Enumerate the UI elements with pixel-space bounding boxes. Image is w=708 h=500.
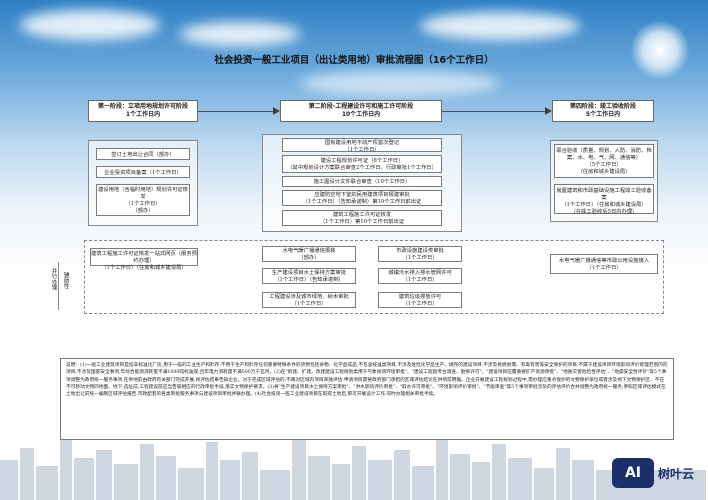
stage-4-item-line: 联合验收（质量、规划、人防、消防、档案、水、电、气、网、通信等） <box>556 148 652 162</box>
logo-mark-icon: AI <box>612 458 654 488</box>
stage-2-item-line: （其中规划设计方案联合审查2个工作日，行政审批1个工作日） <box>287 165 437 172</box>
bottom-mid-right-item: 建筑垃圾排放许可 （1个工作日） <box>378 292 462 308</box>
stage-1-item: 企业投资项目备案（1个工作日） <box>96 166 190 178</box>
stage-1-label: 第一阶段：立项用地规划许可阶段 <box>97 103 188 110</box>
stage-1-item-line: （部办） <box>132 208 154 215</box>
bottom-left-line: （1个工作日）（住房和城乡建设局） <box>101 265 187 272</box>
stage-4-label: 第四阶段：竣工验收阶段 <box>569 103 636 110</box>
stage-1-item-line: （1个工作日） <box>125 201 161 208</box>
stage-4-item-line: （5个工作日） <box>586 162 622 169</box>
side-label: 辅助性 <box>62 272 69 289</box>
stage-4-header: 第四阶段：竣工验收阶段 5个工作日内 <box>552 100 654 122</box>
explanation-note: 说明：(1)一般工业建筑项目是指非标准化厂房,用于一般的工业生产和贮存,不用于生… <box>60 358 674 440</box>
bottom-item-line: （1个工作日） <box>586 265 622 272</box>
stage-2-item: 国有建设用地不动产权首次登记 （1个工作日） <box>282 138 442 154</box>
cloud <box>420 12 580 40</box>
stage-2-item-line: （1个工作日）第10个工作日前出证 <box>319 219 405 226</box>
bottom-item-line: （1个工作日）（告知承诺制） <box>274 277 344 284</box>
logo-text: 树叶云 <box>658 466 695 481</box>
page-title: 社会投资一般工业项目（出让类用地）审批流程图（16个工作日） <box>214 55 494 66</box>
stage-4-item-line: （1个工作日）（住房和城乡建设局） <box>561 202 647 209</box>
city-skyline <box>0 436 706 500</box>
bottom-left-line: 建筑工程施工许可证核发一站式网页（服务预约办理） <box>91 251 197 265</box>
stage-4-item-line: 房屋建筑和市政基础设施工程竣工验收备案 <box>556 188 652 202</box>
bottom-item-line: （1个工作日） <box>291 301 327 308</box>
stage-4-item: 联合验收（质量、规划、人防、消防、档案、水、电、气、网、通信等） （5个工作日）… <box>554 144 654 178</box>
bottom-right-item: 水电气暖广播通信等市政公用设施接入 （1个工作日） <box>550 254 658 274</box>
bottom-mid-right-item: 市政设施建设类审批 （1个工作日） <box>378 246 462 262</box>
stage-1-header: 第一阶段：立项用地规划许可阶段 1个工作日内 <box>88 100 198 122</box>
stage-2-item: 建筑工程施工许可证核发 （1个工作日）第10个工作日前出证 <box>282 210 442 226</box>
stage-2-label: 第二阶段-工程建设许可和施工许可阶段 <box>308 103 414 110</box>
stage-2-item-line: （1个工作日） <box>344 147 380 154</box>
arrow-icon <box>273 107 280 115</box>
cloud <box>180 22 300 46</box>
bottom-item-line: （部办） <box>298 255 320 262</box>
stage-2-item-line: 国有建设用地不动产权首次登记 <box>324 140 400 146</box>
bottom-item-line: 城镇污水排入排水管网许可 <box>388 270 452 276</box>
stage-2-item-line: （1个工作日）（告知承诺制）第10个工作日前出证 <box>302 199 422 206</box>
stage-1-days: 1个工作日内 <box>125 111 161 119</box>
bottom-mid-right-item: 城镇污水排入排水管网许可 （1个工作日） <box>378 268 462 284</box>
stage-1-item-line: 建设用地（含临时用地）规划许可证核发 <box>97 187 189 201</box>
bottom-item-line: 生产建设项目水土保持方案审批 <box>271 270 347 276</box>
connector-line <box>198 111 274 112</box>
bottom-item-line: 工程建设涉及城市绿地、树木审批 <box>269 294 349 300</box>
bottom-item-line: 水电气暖广播通信报装 <box>282 248 336 254</box>
bottom-item-line: （1个工作日） <box>402 301 438 308</box>
bottom-mid-left-item: 工程建设涉及城市绿地、树木审批 （1个工作日） <box>262 292 356 308</box>
stage-2-days: 10个工作日内 <box>341 111 381 119</box>
stage-2-header: 第二阶段-工程建设许可和施工许可阶段 10个工作日内 <box>280 100 442 122</box>
stage-2-item-line: 建设工程规划许可证（8个工作日） <box>320 158 404 164</box>
parallel-label: 并行办理 <box>50 268 57 290</box>
stage-4-item: 房屋建筑和市政基础设施工程竣工验收备案 （1个工作日）（住房和城乡建设局） （在… <box>554 184 654 216</box>
cloud <box>20 10 160 40</box>
bottom-item-line: 水电气暖广播通信等市政公用设施接入 <box>558 258 650 264</box>
stage-2-item: 施工图设计文件联合审查（10个工作日） <box>282 176 442 187</box>
connector-line <box>442 111 546 112</box>
stage-1-item: 签订土地出让合同（部办） <box>96 148 190 160</box>
bottom-mid-left-item: 生产建设项目水土保持方案审批 （1个工作日）（告知承诺制） <box>262 268 356 284</box>
stage-2-item-line: 建筑工程施工许可证核发 <box>332 212 392 218</box>
stage-2-item: 应建防空地下室的民用建筑项目报建审批 （1个工作日）（告知承诺制）第10个工作日… <box>282 190 442 206</box>
cloud <box>300 70 500 96</box>
side-divider <box>58 262 59 310</box>
bottom-item-line: （1个工作日） <box>402 255 438 262</box>
stage-1-item: 建设用地（含临时用地）规划许可证核发 （1个工作日） （部办） <box>96 184 190 216</box>
bottom-mid-left-item: 水电气暖广播通信报装 （部办） <box>262 246 356 262</box>
sun-glow <box>630 20 690 80</box>
bottom-left-item: 建筑工程施工许可证核发一站式网页（服务预约办理） （1个工作日）（住房和城乡建设… <box>90 248 198 271</box>
bottom-item-line: 建筑垃圾排放许可 <box>398 294 442 300</box>
bottom-item-line: （1个工作日） <box>402 277 438 284</box>
bottom-item-line: 市政设施建设类审批 <box>396 248 444 254</box>
arrow-icon <box>545 107 552 115</box>
stage-2-item: 建设工程规划许可证（8个工作日） （其中规划设计方案联合审查2个工作日，行政审批… <box>282 155 442 173</box>
stage-4-item-line: （在竣工验收后5日内办理） <box>570 209 638 216</box>
stage-4-item-line: （住房和城乡建设局） <box>577 169 631 176</box>
brand-logo: AI 树叶云 <box>612 458 694 488</box>
stage-4-days: 5个工作日内 <box>585 111 621 119</box>
stage-2-item-line: 应建防空地下室的民用建筑项目报建审批 <box>314 192 410 198</box>
